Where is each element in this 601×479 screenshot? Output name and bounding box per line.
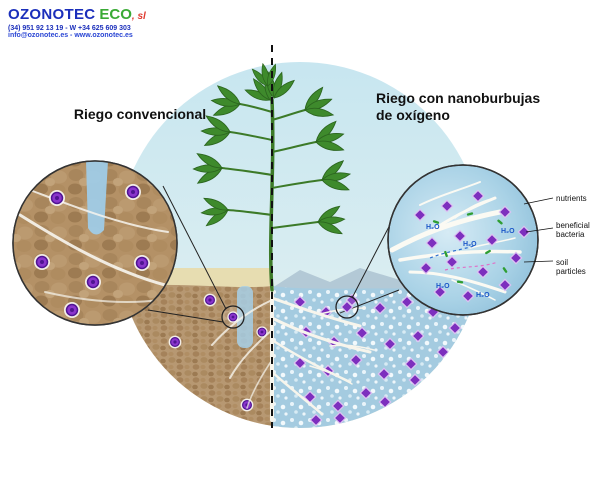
heading-nanobubbles: Riego con nanoburbujas de oxígeno (376, 90, 541, 123)
left-connector-lines (147, 185, 227, 323)
h2o-label: H₂O (426, 224, 440, 231)
h2o-label: H₂O (476, 292, 490, 299)
water-channel-left (237, 286, 253, 348)
heading-conventional: Riego convencional (73, 106, 207, 122)
logo-web: info@ozonotec.es - www.ozonotec.es (8, 32, 133, 40)
right-magnifier-roots (389, 181, 522, 301)
label-soil-particles: soil particles (556, 258, 586, 277)
logo-brand-eco: ECO (99, 6, 132, 23)
label-nutrients: nutrients (556, 194, 587, 203)
label-beneficial-bacteria: beneficial bacteria (556, 221, 590, 240)
right-magnifier: H₂O H₂O H₂O H₂O H₂O (387, 164, 539, 316)
h2o-label: H₂O (436, 283, 450, 290)
h2o-labels: H₂O H₂O H₂O H₂O H₂O (426, 224, 515, 299)
left-magnifier (12, 160, 178, 326)
h2o-label: H₂O (463, 241, 477, 248)
plant-branches (221, 103, 323, 229)
logo-brand: OZONOTEC (8, 6, 96, 23)
left-indicator-blob (226, 310, 240, 324)
logo-phone: (34) 951 92 13 19 - W +34 625 609 303 (8, 24, 131, 32)
left-magnifier-roots (18, 189, 169, 304)
logo-suffix: , sl (131, 11, 146, 22)
right-magnifier-flow-arrows (429, 245, 499, 271)
h2o-label: H₂O (501, 228, 515, 235)
annotation-leader-lines (523, 197, 554, 263)
